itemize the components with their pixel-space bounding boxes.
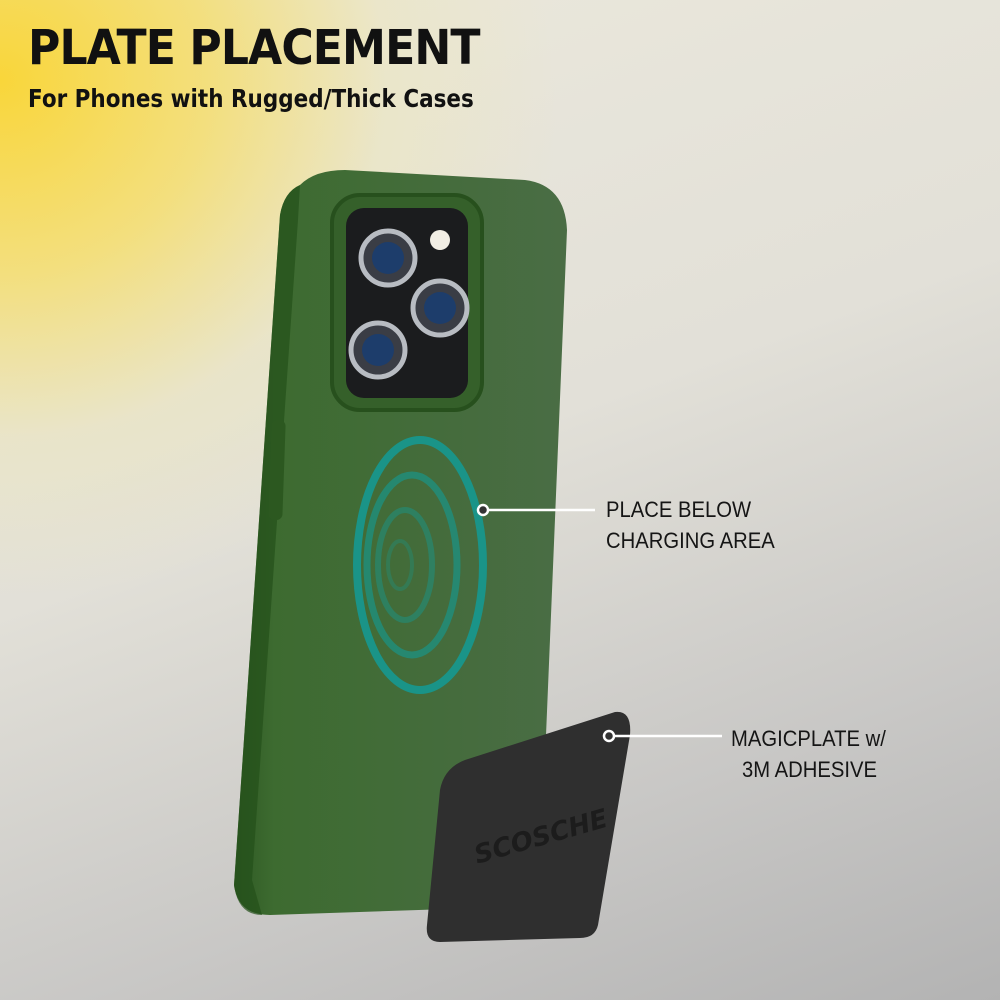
page-subtitle: For Phones with Rugged/Thick Cases xyxy=(28,84,474,113)
callout-charging-area: PLACE BELOW CHARGING AREA xyxy=(606,494,775,556)
callout-line-magicplate xyxy=(602,729,722,743)
callout-line-charging-area xyxy=(476,503,595,517)
callout-line-2: 3M ADHESIVE xyxy=(742,757,878,782)
side-button-icon xyxy=(268,419,286,521)
magicplate: SCOSCHE xyxy=(426,711,631,942)
charging-rings-icon xyxy=(353,436,487,694)
callout-line-1: MAGICPLATE w/ xyxy=(731,726,886,751)
callout-magicplate: MAGICPLATE w/ 3M ADHESIVE xyxy=(731,723,886,785)
callout-line-2: CHARGING AREA xyxy=(606,528,775,553)
camera-module-icon xyxy=(330,193,484,412)
page-title: PLATE PLACEMENT xyxy=(28,20,480,76)
callout-line-1: PLACE BELOW xyxy=(606,497,752,522)
